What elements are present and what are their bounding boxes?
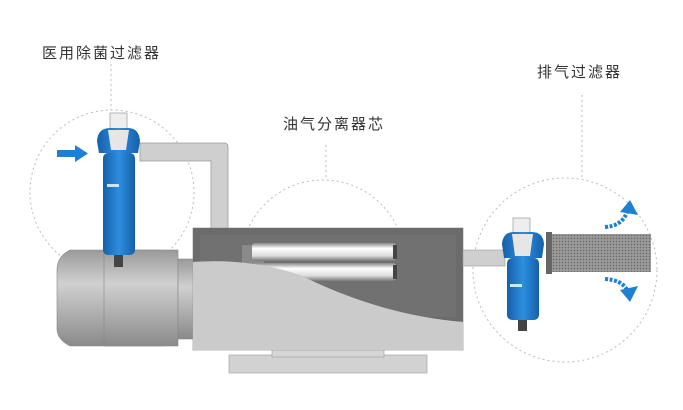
motor — [56, 249, 195, 347]
separator-element-label: 油气分离器芯 — [283, 115, 386, 133]
inlet-arrow-icon — [57, 145, 88, 162]
medical-filter-label: 医用除菌过滤器 — [42, 44, 162, 62]
exhaust-arrow-icons — [604, 211, 629, 292]
medical-filter-callout — [29, 109, 195, 275]
medical-filter — [97, 112, 140, 267]
pump-base — [228, 354, 428, 374]
pump-housing — [192, 227, 464, 351]
gauge-icon — [109, 112, 128, 130]
exhaust-silencer — [551, 234, 651, 272]
exhaust-filter — [502, 217, 544, 331]
exhaust-filter-label: 排气过滤器 — [537, 63, 623, 81]
exhaust-filter-callout — [472, 177, 658, 363]
outlet-pipe — [462, 249, 506, 267]
gauge-icon — [512, 217, 531, 235]
inlet-pipe — [139, 142, 229, 233]
